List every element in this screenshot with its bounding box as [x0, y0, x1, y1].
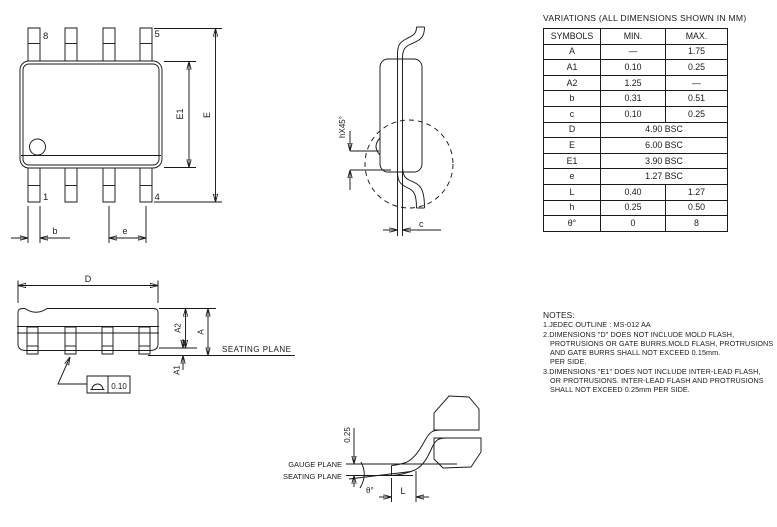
pin-1-label: 1 [43, 192, 48, 203]
dimension-D: D [18, 274, 158, 303]
gauge-plane-label: GAUGE PLANE [288, 460, 342, 469]
lead-profile [392, 430, 479, 476]
front-leads [27, 327, 150, 354]
note-line: PER SIDE. [550, 357, 587, 367]
note-line: 1.JEDEC OUTLINE : MS-012 AA [543, 320, 651, 330]
note-line: AND GATE BURRS SHALL NOT EXCEED 0.15mm. [550, 348, 721, 358]
feature-control-frame [87, 376, 130, 393]
dim-E-label: E [202, 112, 212, 118]
dimension-L: L [379, 471, 429, 502]
note-line: SHALL NOT EXCEED 0.25mm PER SIDE. [550, 385, 690, 395]
dim-025-label: 0.25 [343, 427, 352, 443]
pin-8-label: 8 [43, 31, 48, 42]
col-header-min: MIN. [600, 28, 666, 45]
side-body-outline [380, 59, 422, 172]
dimension-A2: A2 [174, 309, 186, 349]
variations-table-section: VARIATIONS (ALL DIMENSIONS SHOWN IN MM) … [543, 13, 777, 232]
col-header-symbols: SYMBOLS [543, 28, 601, 45]
dimension-h: hX45° [338, 116, 391, 190]
col-header-max: MAX. [665, 28, 728, 45]
lead-chamfer-bump [376, 138, 380, 155]
pin-4-label: 4 [155, 192, 160, 203]
bottom-leads [28, 168, 152, 202]
note-line: 3.DIMENSIONS "E1" DOES NOT INCLUDE INTER… [543, 366, 761, 376]
note-line: OR PROTRUSIONS. INTER-LEAD FLASH AND PRO… [550, 376, 764, 386]
ic-body-outline [20, 61, 162, 168]
dimension-e: e [109, 206, 146, 243]
detail-zoom-circle [365, 120, 453, 208]
flatness-value: 0.10 [111, 382, 127, 391]
note-line: 2.DIMENSIONS "D" DOES NOT INCLUDE MOLD F… [543, 329, 735, 339]
dimension-b: b [11, 206, 70, 243]
dim-c-label: c [419, 219, 424, 229]
seating-plane-symbol-icon [92, 384, 103, 390]
dim-A2-label: A2 [174, 323, 183, 333]
table-header-row: SYMBOLS MIN. MAX. [543, 28, 728, 45]
top-view-drawing: 8 5 1 4 E1 E b e [11, 28, 222, 243]
body-section-hatch-upper [434, 396, 479, 430]
front-body-top [18, 309, 158, 327]
front-view-drawing: D SEATING PLANE A2 A A1 [17, 274, 295, 393]
dimension-A1: A1 [173, 339, 184, 375]
dim-D-label: D [85, 274, 92, 284]
dimension-025: 0.25 [343, 427, 354, 487]
dim-E1-label: E1 [175, 108, 185, 119]
center-lead [398, 27, 425, 236]
table-row: A—1.75 [543, 43, 728, 61]
dim-b-label: b [52, 226, 57, 236]
dim-h-label: hX45° [338, 116, 347, 138]
table-title: VARIATIONS (ALL DIMENSIONS SHOWN IN MM) [543, 13, 747, 23]
dim-A1-label: A1 [173, 365, 182, 375]
flatness-callout: 0.10 [58, 357, 130, 393]
front-body-bottom [18, 327, 158, 351]
dimension-E1: E1 [164, 62, 196, 168]
dim-L-label: L [400, 486, 405, 496]
pin1-marker-circle [30, 139, 46, 155]
dimension-E: E [154, 29, 222, 203]
dimension-theta: θ° [349, 462, 411, 495]
notes-section: NOTES: 1.JEDEC OUTLINE : MS-012 AA 2.DIM… [543, 310, 777, 395]
notes-title: NOTES: [543, 310, 575, 320]
dimension-c: c [383, 219, 441, 230]
dim-A-label: A [197, 329, 206, 335]
body-section-hatch-lower [434, 438, 481, 468]
lead-foot-detail-drawing: GAUGE PLANE SEATING PLANE 0.25 θ° L [283, 396, 481, 502]
dimension-A: A [197, 309, 209, 356]
seating-plane-label-detail: SEATING PLANE [283, 472, 342, 481]
pin-5-label: 5 [155, 29, 160, 40]
seating-plane-label: SEATING PLANE [222, 345, 291, 354]
dim-e-label: e [122, 226, 127, 236]
side-view-drawing: hX45° c [338, 27, 453, 236]
ic-body-inner-outline [23, 64, 159, 165]
note-line: PROTRUSIONS OR GATE BURRS.MOLD FLASH, PR… [550, 338, 774, 348]
dim-theta-label: θ° [366, 486, 374, 495]
